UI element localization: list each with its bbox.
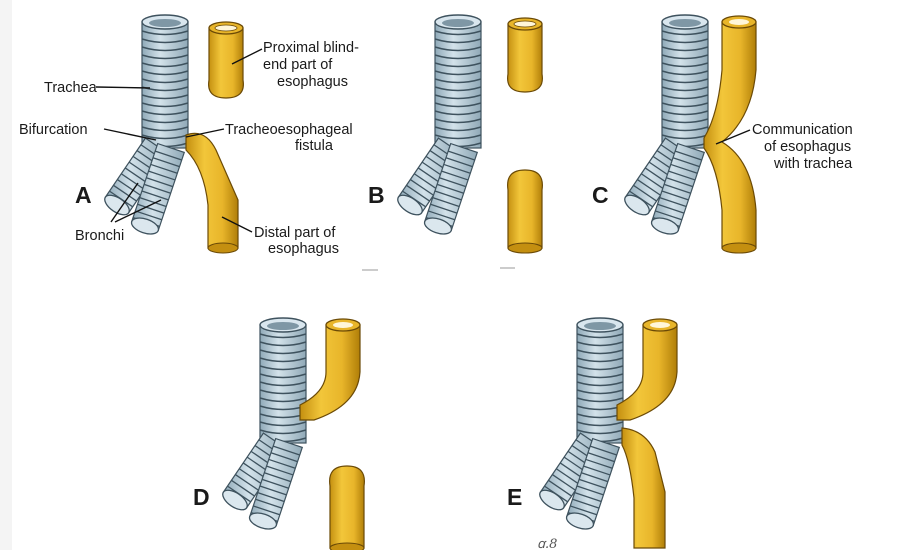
panel-d (219, 318, 364, 550)
proximal-esophagus-fistula (300, 325, 360, 420)
distal-esophagus-fistula (622, 428, 665, 548)
label-bronchi: Bronchi (75, 228, 124, 244)
panel-letter-d: D (193, 484, 210, 510)
panel-letter-b: B (368, 182, 385, 208)
artist-signature: ꭤ.8 (537, 537, 557, 550)
esophagus-lumen (215, 25, 237, 31)
panel-letter-c: C (592, 182, 609, 208)
trachea (621, 15, 708, 237)
panel-letter-a: A (75, 182, 92, 208)
esophagus-body (209, 28, 244, 98)
panel-b (394, 15, 542, 253)
label-communication-line2: of esophagus (764, 139, 851, 155)
scan-edge (0, 0, 12, 550)
panel-c (621, 15, 756, 253)
distal-esophagus (508, 170, 543, 253)
esophagus-end (330, 543, 364, 550)
label-proximal-line2: end part of (263, 57, 333, 73)
esophagus-lumen (333, 322, 353, 328)
esophagus-lumen (650, 322, 670, 328)
label-trachea: Trachea (44, 80, 98, 96)
label-distal-line1: Distal part of (254, 225, 336, 241)
label-communication-line1: Communication (752, 122, 853, 138)
esophagus-lumen (514, 21, 536, 27)
panel-e (536, 318, 677, 548)
esophagus-communication (704, 22, 756, 248)
leader-trachea (96, 87, 150, 88)
trachea-lumen (442, 19, 474, 27)
label-distal-line2: esophagus (268, 241, 339, 257)
trachea (536, 318, 623, 532)
esophagus-body (508, 24, 543, 92)
trachea-lumen (267, 322, 299, 330)
esophagus-lumen (729, 19, 749, 25)
proximal-esophagus-fistula (617, 325, 677, 420)
trachea-lumen (149, 19, 181, 27)
panel-letter-e: E (507, 484, 522, 510)
proximal-esophagus (209, 22, 244, 98)
label-fistula-line1: Tracheoesophageal (225, 122, 353, 138)
esophagus-body (508, 170, 543, 248)
distal-esophagus-fistula (186, 133, 238, 248)
esophagus-end (208, 243, 238, 253)
label-proximal-line1: Proximal blind- (263, 40, 359, 56)
trachea-lumen (669, 19, 701, 27)
trachea (394, 15, 481, 237)
esophagus-end (722, 243, 756, 253)
label-fistula-line2: fistula (295, 138, 334, 154)
label-proximal-line3: esophagus (277, 74, 348, 90)
distal-esophagus (330, 466, 365, 550)
trachea (219, 318, 306, 532)
label-communication-line3: with trachea (773, 156, 853, 172)
proximal-esophagus (508, 18, 543, 92)
esophagus-end (508, 243, 542, 253)
esophagus-body (330, 466, 365, 548)
trachea-lumen (584, 322, 616, 330)
label-bifurcation: Bifurcation (19, 122, 88, 138)
trachea (101, 15, 188, 237)
